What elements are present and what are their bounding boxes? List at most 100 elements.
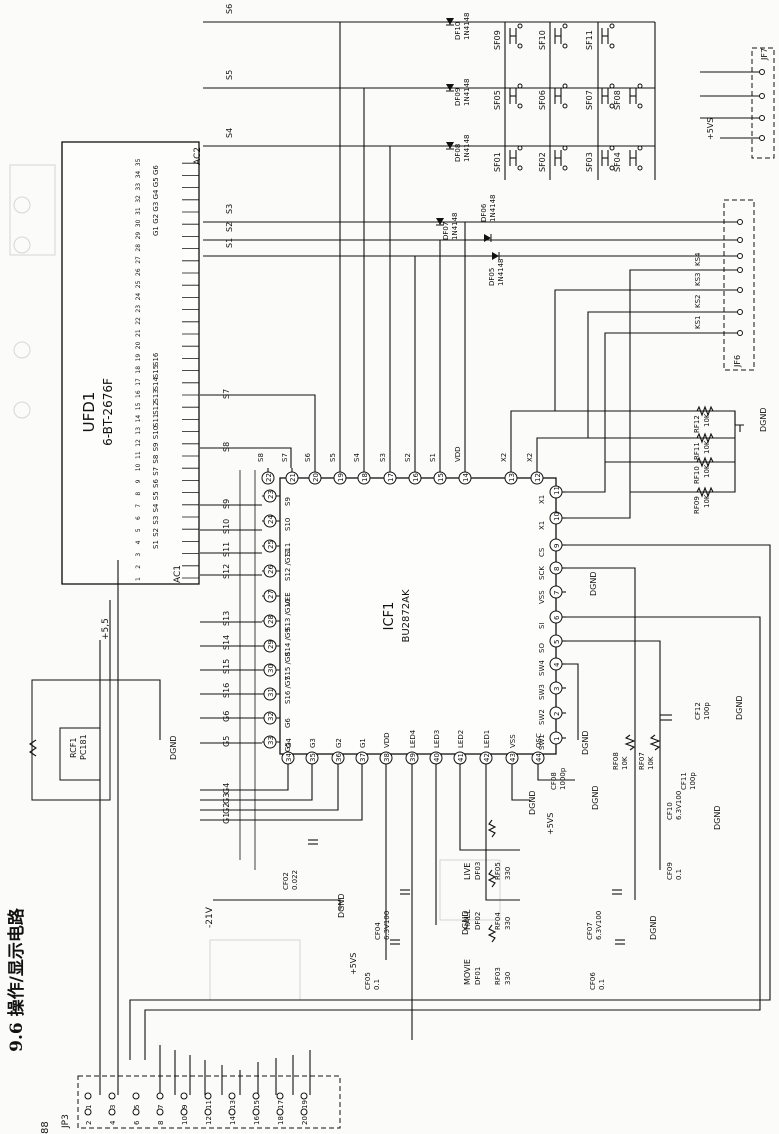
- jp3-pin-number: 4: [109, 1120, 117, 1125]
- switch-ref: SF08: [613, 90, 622, 110]
- vfd-net-label: S10: [152, 426, 160, 439]
- vfd-pin-number: 29: [135, 232, 142, 240]
- jp3-pin-number: 2: [85, 1121, 93, 1125]
- plus5-label: +5,5: [101, 618, 111, 640]
- ic-pin-label: SCK: [538, 566, 546, 580]
- vfd-net-label: S16: [152, 352, 160, 366]
- led-label: HALL: [463, 909, 472, 930]
- ic-pin-number: 16: [412, 473, 420, 482]
- ic-pin: [549, 585, 563, 599]
- key-scan-label: KS4: [694, 252, 702, 266]
- osc-part-value: 10K: [647, 756, 655, 770]
- ic-pin-number: 37: [359, 753, 367, 762]
- vfd-net-label: S1: [152, 540, 160, 549]
- jp3-pin: [300, 1092, 308, 1100]
- capacitor-ref: CF05: [364, 972, 372, 990]
- ic-pin-label: S3: [379, 453, 387, 462]
- vfd-grid-label: G1: [152, 226, 160, 236]
- ic-pin-number: 14: [462, 473, 470, 482]
- dgnd-key: DGND: [735, 407, 768, 432]
- resistor-ref: RF11: [693, 442, 701, 460]
- resistor-ref: RF09: [693, 496, 701, 514]
- osc-part-ref: CF09: [666, 862, 674, 880]
- net-labels: S7S8S9S10S11S12S13S14S15S16G6G5G4G3G2G1S…: [152, 4, 234, 824]
- led-resistor-value: 330: [504, 917, 512, 930]
- resistor-ref: RF12: [693, 415, 701, 433]
- ic-pin-label: OSC: [535, 733, 543, 748]
- net-label: S13: [222, 611, 231, 626]
- ic-pin-number: 36: [335, 753, 343, 762]
- ic-pin: [263, 564, 277, 578]
- vfd-net-label: S5: [152, 491, 160, 500]
- net-label: S7: [222, 389, 231, 399]
- ic-pin-label: S8: [257, 453, 265, 462]
- ic-pin-number: 24: [267, 515, 275, 524]
- led-resistor-value: 330: [504, 972, 512, 985]
- ic-pins: 22S821S720S619S518S417S316S215S114VDD13X…: [257, 446, 566, 765]
- jp3-pin-number: 13: [229, 1100, 237, 1109]
- dgnd-osc2: DGND: [591, 785, 600, 810]
- net-label: S5: [225, 70, 234, 80]
- osc-part-ref: CF11: [680, 772, 688, 790]
- ic-pin-label: S15 /G8: [284, 652, 292, 680]
- vfd-pin-number: 12: [135, 439, 142, 447]
- dgnd-ir: DGND: [169, 735, 178, 760]
- ic-pin-label: S6: [304, 453, 312, 462]
- jp3-pin-number: 1: [85, 1105, 93, 1109]
- ic-pin-number: 27: [267, 590, 275, 599]
- net-label: S2: [225, 222, 234, 232]
- jp3-pin: [204, 1108, 212, 1116]
- osc-part-value: 6.3V100: [675, 791, 683, 820]
- vfd-pin-number: 15: [135, 402, 142, 410]
- net-label: G1: [222, 813, 231, 824]
- net-label: S11: [222, 542, 231, 557]
- ic-pin-label: X2: [500, 453, 508, 462]
- switch-ref: SF09: [493, 30, 502, 50]
- vfd-grid-label: G6: [152, 165, 160, 175]
- neg21v-label: -21V: [205, 906, 215, 928]
- jp3-pin: [132, 1092, 140, 1100]
- vfd-pin-number: 28: [135, 244, 142, 252]
- ic-pin-label: SW3: [538, 684, 546, 700]
- vfd-pin-number: 10: [135, 463, 142, 471]
- ic-pin-label: S1: [429, 453, 437, 462]
- ic-pin: [263, 539, 277, 553]
- vfd-part-label: 6-BT-2676F: [101, 378, 115, 446]
- vfd-pin-number: 33: [135, 183, 142, 191]
- vfd-net-label: S2: [152, 528, 160, 537]
- ic-pin-label: S13 /G10: [284, 599, 292, 631]
- net-label: G2: [222, 803, 231, 814]
- jp3-pin-number: 8: [157, 1121, 165, 1125]
- osc-part-value: 100p: [703, 702, 711, 720]
- diode-ref: DF05: [488, 268, 496, 286]
- net-label: S9: [222, 499, 231, 509]
- ac2-label: AC2: [193, 147, 203, 165]
- wiring: [99, 21, 771, 1095]
- vfd-pin-number: 2: [135, 565, 142, 569]
- ic-pin-label: S16 /G7: [284, 676, 292, 704]
- ic-pin: [357, 471, 371, 485]
- rc-ref: RCF1: [69, 738, 78, 758]
- ic-pin-label: X1: [538, 495, 546, 504]
- vfd-pin-number: 19: [135, 354, 142, 362]
- net-label: S14: [222, 635, 231, 650]
- vfd-net-label: S12: [152, 401, 160, 414]
- vfd-pin-number: 17: [135, 378, 142, 386]
- vfd-net-label: S15: [152, 365, 160, 378]
- ic-pin-number: 25: [267, 540, 275, 549]
- dgnd-key-label: DGND: [759, 407, 768, 432]
- jp3-pin-number: 6: [133, 1120, 141, 1125]
- osc-part-ref: CF08: [550, 772, 558, 790]
- ic-pin-label: G3: [309, 738, 317, 748]
- ic-pin-number: 26: [267, 565, 275, 574]
- vfd-net-label: S11: [152, 414, 160, 427]
- jf7-ref: JF7: [760, 48, 769, 61]
- vfd-grid-label: G5: [152, 177, 160, 187]
- diode-ref: DF06: [480, 203, 488, 222]
- ic-pin-number: 13: [508, 473, 516, 482]
- osc-part-ref: RF07: [638, 752, 646, 770]
- vfd-pin-number: 6: [135, 516, 142, 520]
- net-label: G4: [222, 783, 231, 794]
